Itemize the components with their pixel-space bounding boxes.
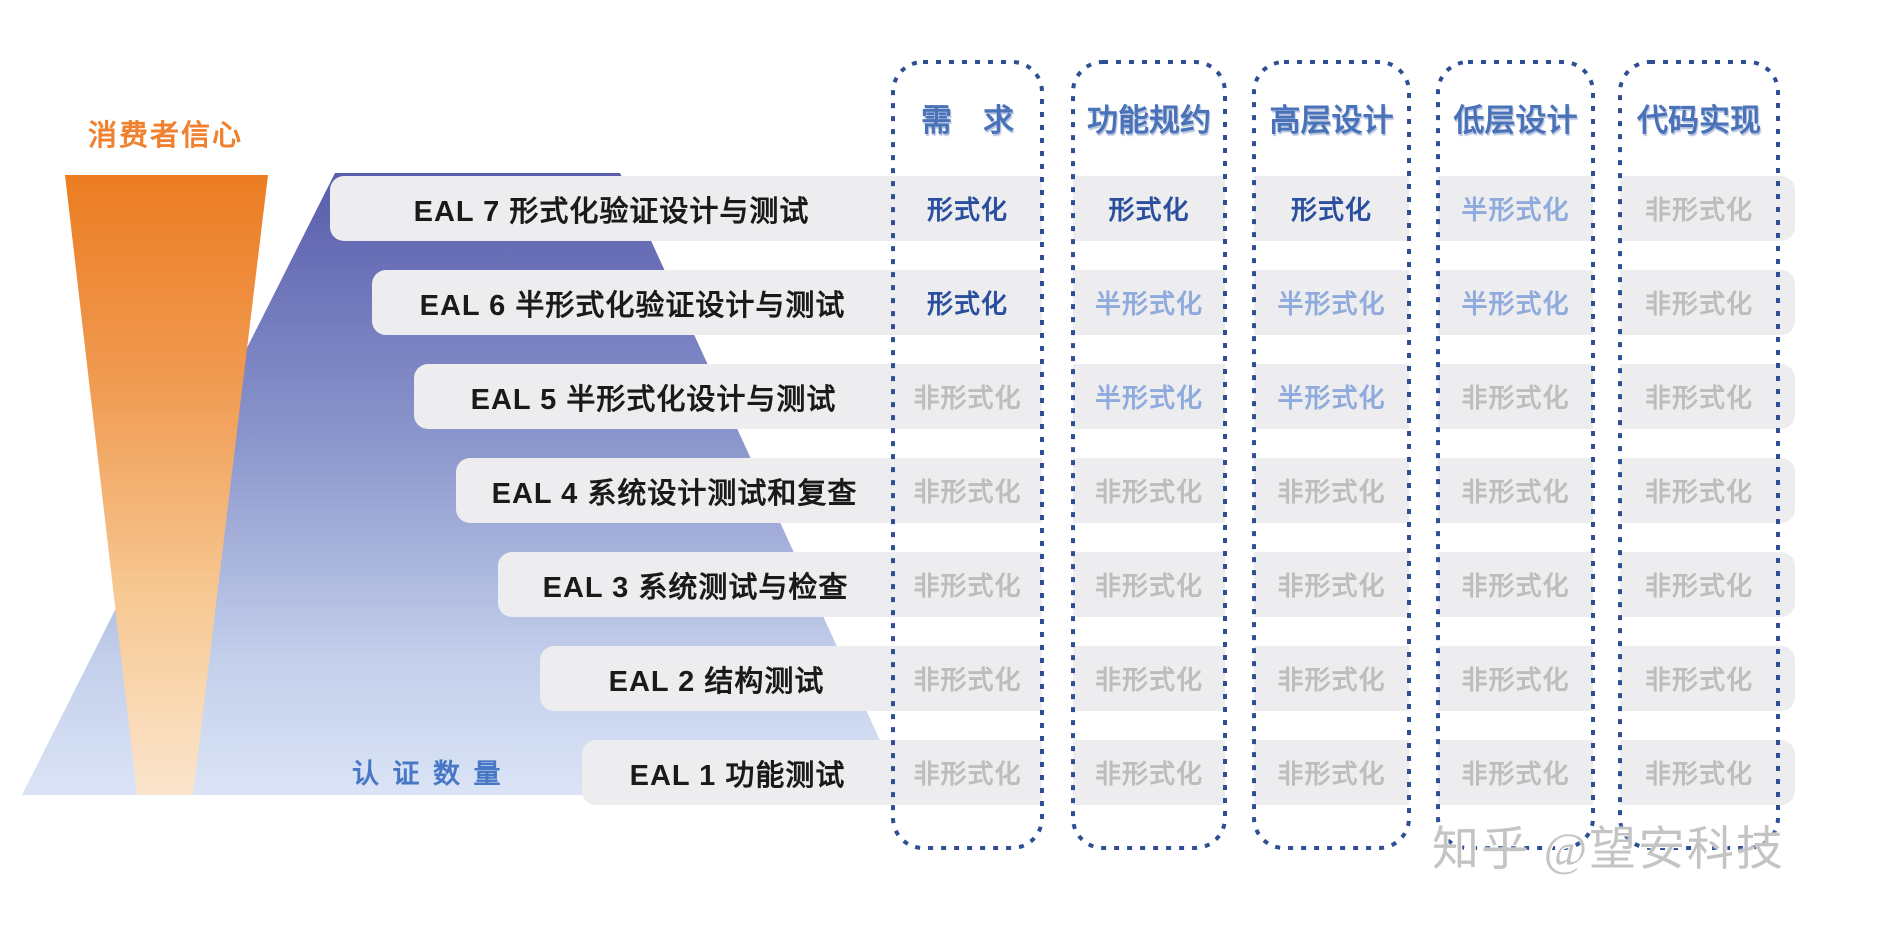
cell-eal2-low-level-design: 非形式化: [1461, 665, 1570, 695]
eal-bar-segment: [1073, 646, 1225, 711]
eal-bar-segment: [1620, 364, 1795, 429]
cell-eal5-functional-spec: 半形式化: [1094, 383, 1203, 413]
cell-eal6-low-level-design: 半形式化: [1461, 289, 1570, 319]
cell-eal6-code-implementation: 非形式化: [1644, 289, 1753, 319]
cell-eal2-functional-spec: 非形式化: [1094, 665, 1203, 695]
eal-bar-segment: [1073, 458, 1225, 523]
eal-level-label: EAL 4 系统设计测试和复查: [491, 477, 858, 510]
column-header-low-level-design: 低层设计: [1453, 102, 1578, 138]
cell-eal3-functional-spec: 非形式化: [1094, 571, 1203, 601]
cell-eal7-functional-spec: 形式化: [1108, 195, 1190, 225]
cell-eal3-requirements: 非形式化: [913, 571, 1022, 601]
eal-bar-segment: [1438, 176, 1593, 241]
eal-bar-segment: [1254, 364, 1409, 429]
cell-eal2-requirements: 非形式化: [913, 665, 1022, 695]
eal-level-label: EAL 1 功能测试: [629, 759, 846, 792]
eal-bar-segment: [1073, 270, 1225, 335]
column-border-requirements: [891, 60, 1044, 850]
column-header-high-level-design: 高层设计: [1269, 102, 1394, 138]
column-header-requirements: 需 求: [921, 102, 1014, 138]
eal-bar-segment: [1073, 552, 1225, 617]
cell-eal5-low-level-design: 非形式化: [1461, 383, 1570, 413]
eal-bar-segment: [1254, 646, 1409, 711]
eal-bar-segment: [330, 176, 1042, 241]
column-border-high-level-design: [1252, 60, 1411, 850]
cell-eal7-code-implementation: 非形式化: [1644, 195, 1753, 225]
cell-eal3-high-level-design: 非形式化: [1277, 571, 1386, 601]
eal-bar-segment: [1438, 552, 1593, 617]
cell-eal2-high-level-design: 非形式化: [1277, 665, 1386, 695]
cell-eal3-code-implementation: 非形式化: [1644, 571, 1753, 601]
eal-bar-segment: [1254, 270, 1409, 335]
eal-bar-segment: [498, 552, 1042, 617]
eal-bar-segment: [1438, 740, 1593, 805]
cell-eal5-code-implementation: 非形式化: [1644, 383, 1753, 413]
column-header-code-implementation: 代码实现: [1637, 102, 1761, 138]
cell-eal5-requirements: 非形式化: [913, 383, 1022, 413]
eal-bar-segment: [1073, 176, 1225, 241]
cell-eal7-requirements: 形式化: [926, 195, 1008, 225]
column-border-code-implementation: [1618, 60, 1780, 850]
cell-eal1-requirements: 非形式化: [913, 759, 1022, 789]
eal-bar-segment: [372, 270, 1042, 335]
eal-bar-segment: [1438, 458, 1593, 523]
eal-bar-segment: [1620, 458, 1795, 523]
eal-bar-segment: [1254, 552, 1409, 617]
consumer-confidence-label: 消费者信心: [88, 120, 244, 152]
watermark: 知乎 @望安科技: [1432, 824, 1786, 876]
cell-eal3-low-level-design: 非形式化: [1461, 571, 1570, 601]
eal-bar-segment: [1620, 740, 1795, 805]
eal-bar-segment: [582, 740, 1042, 805]
cell-eal1-high-level-design: 非形式化: [1277, 759, 1386, 789]
column-border-functional-spec: [1071, 60, 1227, 850]
eal-bar-segment: [456, 458, 1042, 523]
cell-eal6-high-level-design: 半形式化: [1277, 289, 1386, 319]
eal-level-label: EAL 5 半形式化设计与测试: [470, 383, 837, 416]
cell-eal5-high-level-design: 半形式化: [1277, 383, 1386, 413]
cell-eal4-functional-spec: 非形式化: [1094, 477, 1203, 507]
eal-bar-segment: [1620, 646, 1795, 711]
cell-eal4-code-implementation: 非形式化: [1644, 477, 1753, 507]
eal-bar-segment: [1620, 270, 1795, 335]
eal-bar-segment: [1254, 176, 1409, 241]
certification-quantity-label: 认 证 数 量: [352, 759, 504, 789]
column-border-low-level-design: [1436, 60, 1595, 850]
eal-bar-segment: [1438, 646, 1593, 711]
cell-eal4-high-level-design: 非形式化: [1277, 477, 1386, 507]
column-header-functional-spec: 功能规约: [1087, 102, 1211, 138]
cell-eal1-functional-spec: 非形式化: [1094, 759, 1203, 789]
eal-level-label: EAL 6 半形式化验证设计与测试: [419, 289, 846, 322]
cell-eal7-low-level-design: 半形式化: [1461, 195, 1570, 225]
eal-bar-segment: [1620, 176, 1795, 241]
eal-bar-segment: [540, 646, 1042, 711]
eal-bar-segment: [1254, 458, 1409, 523]
eal-bar-segment: [1254, 740, 1409, 805]
eal-bar-segment: [1438, 364, 1593, 429]
eal-bar-segment: [1620, 552, 1795, 617]
cell-eal6-requirements: 形式化: [926, 289, 1008, 319]
cell-eal4-requirements: 非形式化: [913, 477, 1022, 507]
cell-eal1-code-implementation: 非形式化: [1644, 759, 1753, 789]
cell-eal6-functional-spec: 半形式化: [1094, 289, 1203, 319]
cell-eal7-high-level-design: 形式化: [1290, 195, 1372, 225]
eal-bar-segment: [1073, 364, 1225, 429]
eal-level-label: EAL 2 结构测试: [608, 665, 825, 698]
cell-eal2-code-implementation: 非形式化: [1644, 665, 1753, 695]
eal-level-label: EAL 7 形式化验证设计与测试: [413, 195, 810, 228]
eal-bar-segment: [414, 364, 1042, 429]
cell-eal1-low-level-design: 非形式化: [1461, 759, 1570, 789]
cell-eal4-low-level-design: 非形式化: [1461, 477, 1570, 507]
eal-bar-segment: [1438, 270, 1593, 335]
eal-bar-segment: [1073, 740, 1225, 805]
eal-level-label: EAL 3 系统测试与检查: [542, 571, 849, 604]
